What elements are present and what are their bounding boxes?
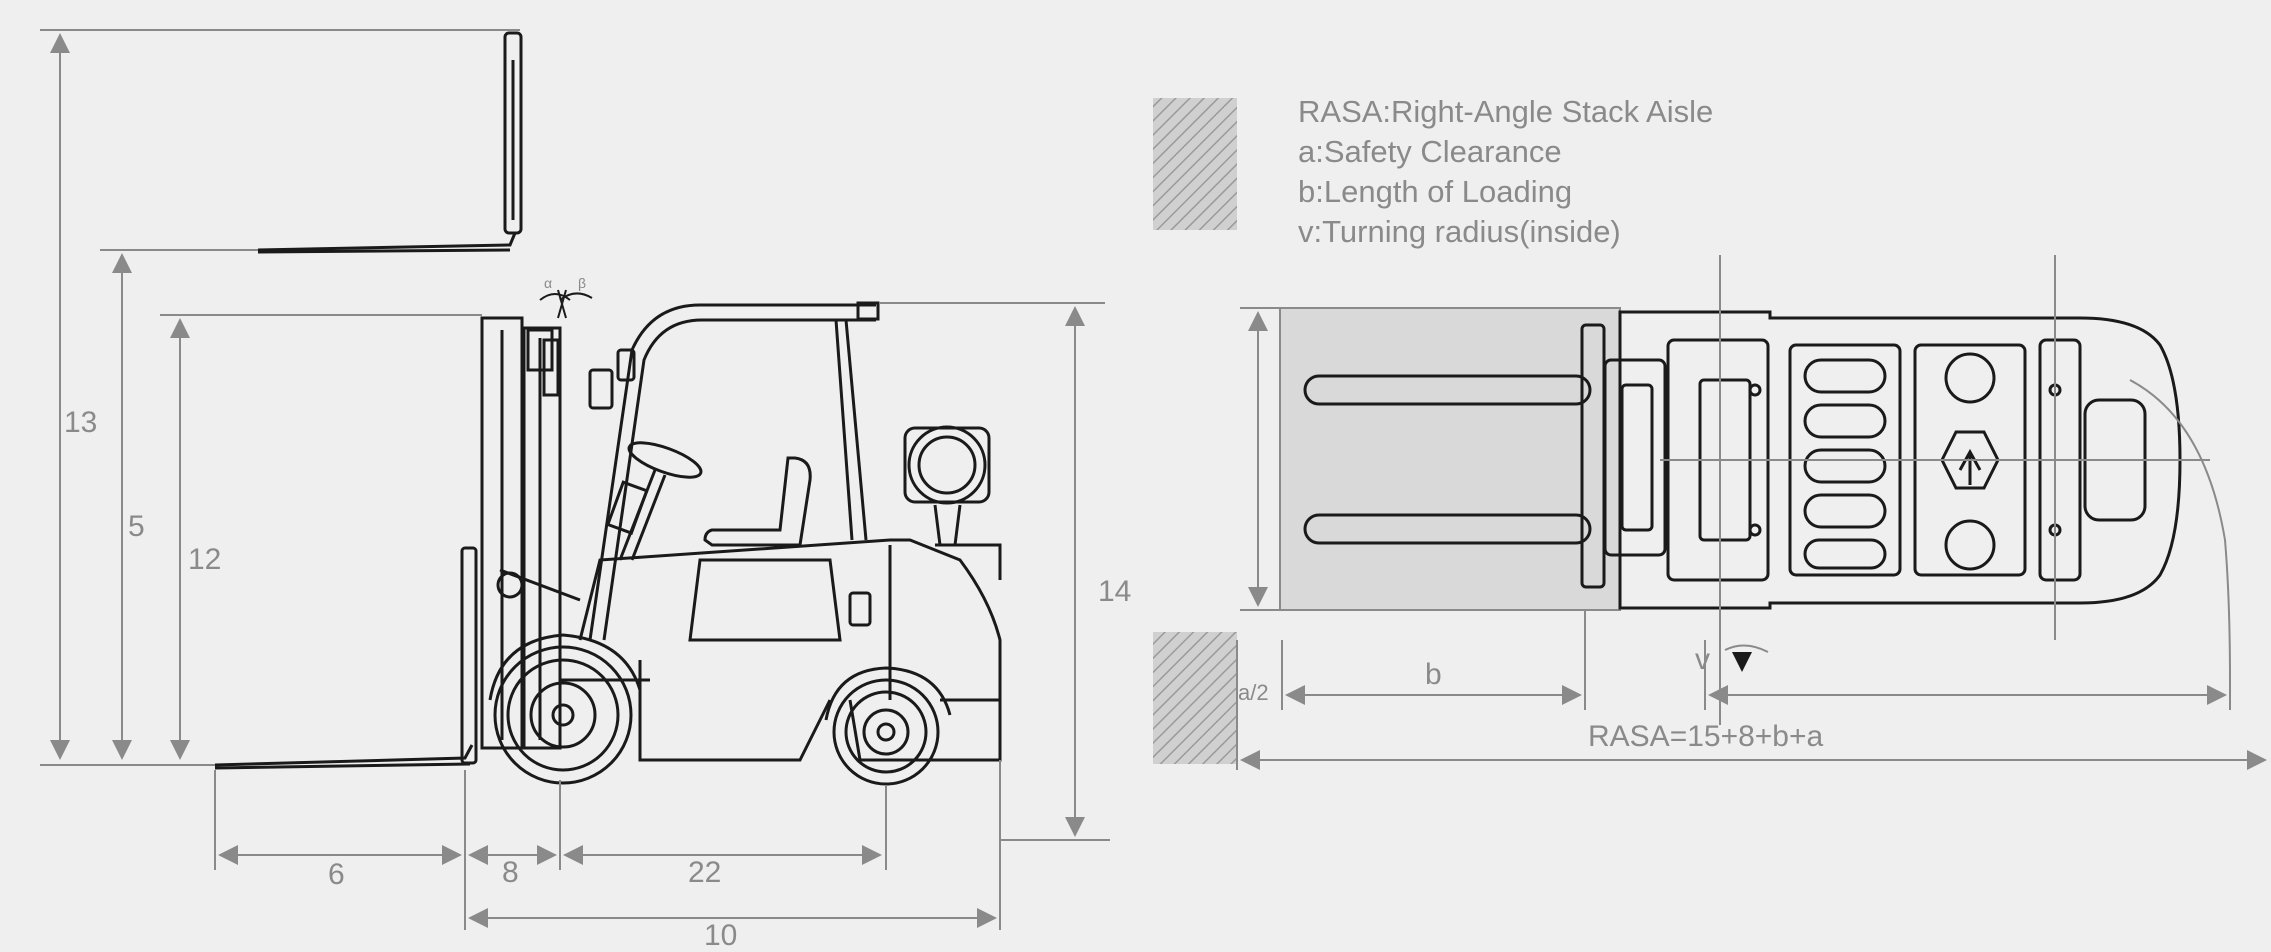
tilt-beta-label: β (578, 275, 587, 291)
seat (688, 456, 842, 642)
dim-8-label: 8 (502, 856, 519, 889)
dim-6-label: 6 (328, 858, 345, 891)
front-wheel (488, 633, 642, 785)
steering-wheel (605, 441, 703, 561)
legend-rasa: RASA:Right-Angle Stack Aisle (1298, 94, 1714, 129)
v-arrow-icon (1732, 652, 1752, 672)
raised-fork (257, 31, 523, 254)
hatch-block-top (1153, 98, 1237, 230)
dim-a-half-label: a/2 (1238, 680, 1269, 705)
lpg-tank (903, 425, 991, 546)
dim-10-label: 10 (704, 919, 738, 952)
legend: RASA:Right-Angle Stack Aisle a:Safety Cl… (1298, 92, 1713, 252)
rasa-formula-label: RASA=15+8+b+a (1588, 720, 1824, 753)
lowered-fork (214, 546, 478, 770)
dim-b-label: b (1425, 658, 1442, 691)
chassis (560, 538, 1002, 762)
side-view (214, 31, 1002, 786)
rear-wheel (824, 666, 952, 786)
dim-5-label: 5 (128, 510, 145, 543)
dim-12-label: 12 (188, 543, 222, 576)
top-view-dimensions (1236, 255, 2267, 770)
overhead-guard (588, 301, 880, 641)
load-area (1279, 307, 1621, 611)
top-fork-lower (1303, 513, 1592, 545)
legend-b: b:Length of Loading (1298, 174, 1573, 209)
dim-14-label: 14 (1098, 575, 1132, 608)
top-view (1153, 98, 2267, 770)
dim-13-label: 13 (64, 406, 98, 439)
hatch-block-bottom (1153, 632, 1237, 764)
top-fork-upper (1303, 374, 1592, 406)
tilt-symbol (539, 289, 593, 319)
dim-v-label: v (1695, 643, 1710, 676)
legend-v: v:Turning radius(inside) (1298, 214, 1621, 249)
guard-lights (588, 348, 636, 410)
side-view-dimensions (40, 29, 1110, 930)
dim-22-label: 22 (688, 856, 722, 889)
tilt-alpha-label: α (544, 275, 553, 291)
legend-a: a:Safety Clearance (1298, 134, 1562, 169)
